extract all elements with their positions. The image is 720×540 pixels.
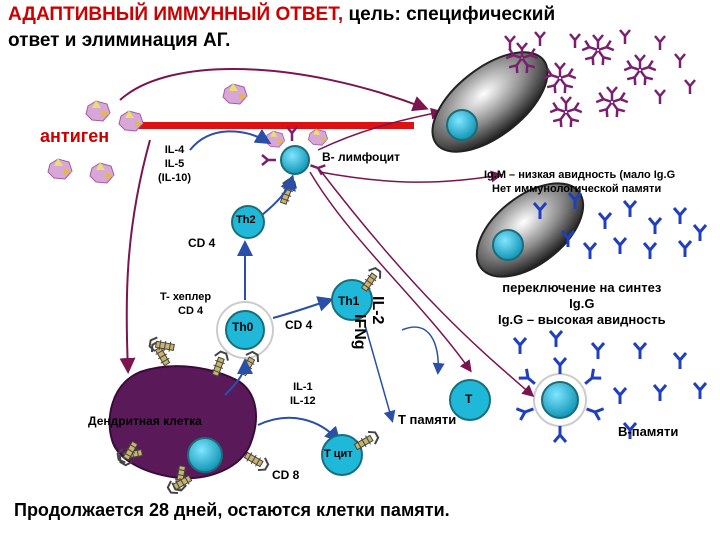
t-cell-label: T [465, 392, 473, 406]
arrow-b-to-plasma1 [317, 107, 443, 151]
b-memory-cell [514, 356, 606, 444]
red-bar [138, 122, 414, 129]
th2-label: Th2 [236, 214, 256, 226]
igm-description: Ig.M – низкая авидность (мало Ig.G Нет и… [484, 168, 675, 196]
cd4-top-label: CD 4 [188, 236, 216, 250]
th2-cell [231, 205, 265, 239]
arrow-dendritic-to-tcyt [257, 416, 341, 443]
title-rest: цель: специфический [343, 4, 556, 25]
arrow-il-to-b [189, 128, 272, 151]
th1-cell [331, 264, 385, 321]
arrow-dendritic-to-th0 [224, 358, 253, 396]
il5-label: IL-5 [164, 158, 185, 170]
switch-line3: Ig.G – высокая авидность [498, 312, 666, 327]
arrow-th2-to-b [261, 174, 296, 216]
t-helper-label: T- хеплер CD 4 [160, 290, 211, 318]
cd8-label: CD 8 [272, 468, 300, 482]
th0-label: Th0 [232, 320, 254, 334]
cd4-mid-label: CD 4 [285, 318, 313, 332]
title-line2: ответ и элиминация АГ. [8, 30, 231, 51]
il4-label: IL-4 [164, 144, 185, 156]
t-cyt-label: T цит [324, 448, 353, 460]
switch-line1: переключение на синтез [502, 280, 662, 295]
th1-label: Th1 [338, 294, 360, 308]
b-lymphocyte-label: B- лимфоцит [322, 150, 401, 164]
antigen-label: антиген [40, 126, 110, 146]
il1-il12-label: IL-1 IL-12 [290, 380, 316, 408]
il2-label: IL-2 [369, 296, 386, 325]
arrow-th1-to-tcell [364, 324, 396, 423]
footer-text: Продолжается 28 дней, остаются клетки па… [14, 500, 450, 520]
plasma-cell-igm [431, 51, 549, 153]
switch-description: переключение на синтез Ig.G Ig.G – высок… [498, 280, 666, 328]
title-red-part: АДАПТИВНЫЙ ИММУННЫЙ ОТВЕТ, [8, 4, 344, 25]
dendritic-cell [108, 338, 272, 493]
th0-cell [216, 301, 274, 379]
arrow-b-to-t-memory [309, 171, 472, 373]
il12-label: IL-12 [290, 395, 316, 407]
b-memory-label: B-памяти [618, 424, 679, 439]
arrow-th0-to-th1 [272, 296, 334, 319]
igm-line2: Нет иммунологической памяти [492, 183, 662, 195]
dendritic-label: Дендритная клетка [88, 414, 202, 428]
il1-label: IL-1 [293, 381, 313, 393]
ifng-label: IFNg [351, 314, 368, 350]
il10-label: (IL-10) [158, 172, 191, 184]
arrow-antigen-to-dendritic [119, 139, 151, 374]
il-label-group: IL-4 IL-5 (IL-10) [158, 143, 191, 185]
t-memory-label: T памяти [398, 412, 457, 427]
t-helper-line2: CD 4 [178, 305, 204, 317]
arrow-antigen-to-plasma [119, 67, 429, 112]
t-cyt-cell [321, 427, 382, 476]
igm-line1: Ig.M – низкая авидность (мало Ig.G [484, 169, 676, 181]
switch-line2: Ig.G [569, 296, 595, 311]
arrow-b-to-plasma2 [319, 170, 503, 183]
arrow-il2-to-t [401, 326, 445, 375]
title: АДАПТИВНЫЙ ИММУННЫЙ ОТВЕТ, цель: специфи… [8, 2, 555, 54]
plasma-cell-igg [475, 182, 585, 278]
b-lymphocyte-cell [260, 125, 329, 207]
arrow-b-to-b-memory [319, 169, 535, 397]
t-helper-line1: T- хеплер [160, 291, 212, 303]
t-cell [449, 379, 491, 421]
